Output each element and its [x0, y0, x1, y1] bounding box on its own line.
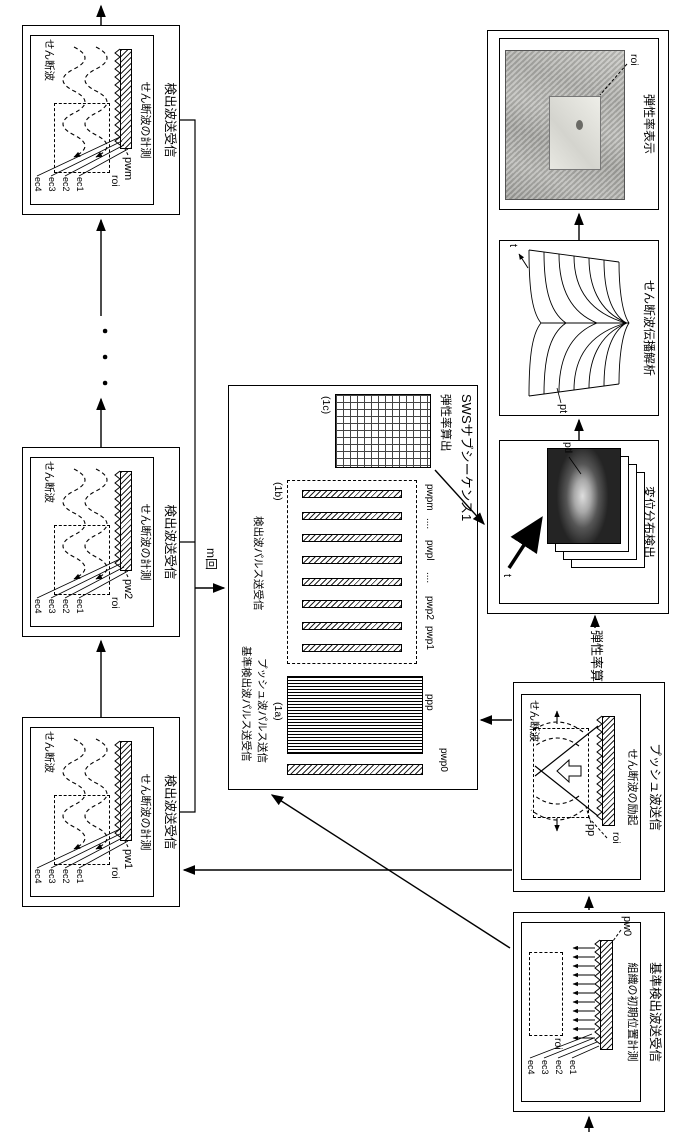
push-roi-label: roi	[610, 832, 622, 844]
detect-pulse-group-region	[287, 480, 417, 664]
dots-label: ....	[424, 572, 435, 584]
ec3-label: ec3	[540, 1060, 550, 1075]
detect-roi-region	[54, 525, 110, 595]
pwp2-label: pwp2	[424, 596, 435, 620]
baseline-detect-title: 基準検出波送受信	[648, 961, 662, 1062]
push-roi-region	[533, 728, 589, 818]
pwpl-label: pwpl	[424, 540, 435, 561]
baseline-roi-region	[529, 952, 563, 1036]
ec1-label: ec1	[75, 869, 85, 884]
dots-label: ....	[424, 518, 435, 530]
propagation-analysis-box	[499, 240, 659, 416]
transducer-bar	[600, 940, 613, 1050]
transducer-bar	[120, 741, 132, 841]
push-beam-label: pp	[585, 824, 597, 837]
push-inner-title: せん断波の励起	[626, 748, 638, 826]
detect-pulse-bar	[302, 622, 402, 630]
push-wave-title: プッシュ波送信	[648, 743, 662, 831]
detect-roi-region	[54, 103, 110, 173]
detect-roi-region	[54, 795, 110, 865]
detect-shear-label: せん断波	[43, 39, 55, 81]
sws-subsequence-title: SWSサブシーケンス1	[459, 394, 474, 522]
detect-inner-title: せん断波の計測	[139, 503, 151, 581]
baseline-inner-title: 組織の初期位置計測	[626, 962, 638, 1062]
display-roi-label: roi	[628, 54, 640, 66]
detect-box-title: 検出波送受信	[163, 774, 177, 850]
elasticity-display-title: 弾性率表示	[642, 93, 656, 154]
detect-inner-title: せん断波の計測	[139, 81, 151, 159]
ec4-label: ec4	[526, 1060, 536, 1075]
detect-roi-label: roi	[109, 867, 121, 879]
frame-stack-label: ptl	[562, 442, 574, 454]
surface-plot-label: pt	[557, 404, 569, 414]
baseline-pulse-caption: 基準検出波パルス送受信	[240, 646, 252, 762]
baseline-roi-label: roi	[552, 1038, 564, 1050]
pwp1-label: pwp1	[424, 626, 435, 650]
propagation-analysis-title: せん断波伝播解析	[642, 279, 656, 376]
detect-shear-label: せん断波	[43, 461, 55, 503]
detect-box-title: 検出波送受信	[163, 504, 177, 580]
elasticity-grid-block	[335, 394, 431, 468]
push-shear-label: せん断波	[528, 700, 540, 742]
ec3-label: ec3	[47, 599, 57, 614]
roi-overlay	[549, 96, 601, 170]
pw1-pulse-label: pw1	[122, 849, 134, 870]
ec3-label: ec3	[47, 177, 57, 192]
lesion-mark	[576, 120, 583, 130]
ellipsis-dots: ・・・	[94, 322, 114, 400]
push-pulse-caption: プッシュ波パルス送信	[256, 658, 268, 763]
transducer-bar	[120, 471, 132, 571]
baseline-pulse-block	[287, 764, 423, 775]
detect-pulse-bar	[302, 644, 402, 652]
ec1-label: ec1	[568, 1060, 578, 1075]
detect-shear-label: せん断波	[43, 731, 55, 773]
detect-pulse-bar	[302, 490, 402, 498]
detect-pulse-bar	[302, 534, 402, 542]
ec1-label: ec1	[75, 599, 85, 614]
ec3-label: ec3	[47, 869, 57, 884]
segment-1b-label: (1b)	[272, 482, 284, 501]
segment-1c-label: (1c)	[320, 396, 332, 415]
repeat-bracket	[180, 119, 196, 813]
ec2-label: ec2	[61, 869, 71, 884]
detect-pulse-bar	[302, 600, 402, 608]
propagation-time-label: t	[507, 244, 519, 248]
ppp-label: ppp	[424, 694, 435, 711]
ec4-label: ec4	[33, 869, 43, 884]
segment-1a-label: (1a)	[272, 702, 284, 721]
baseline-to-sequence-arrow	[270, 794, 511, 949]
ec2-label: ec2	[554, 1060, 564, 1075]
detect-pulse-bar	[302, 512, 402, 520]
grid-block-label: 弾性率算出	[439, 394, 451, 452]
pwp0-label: pwp0	[438, 748, 449, 772]
ec2-label: ec2	[61, 177, 71, 192]
pwpm-label: pwpm	[424, 484, 435, 511]
detect-box-title: 検出波送受信	[163, 82, 177, 158]
pw0-pulse-label: pw0	[621, 916, 633, 937]
transducer-bar	[120, 49, 132, 149]
displacement-image-frame	[547, 448, 621, 544]
detect-pulse-bar	[302, 578, 402, 586]
detect-roi-label: roi	[109, 597, 121, 609]
detect-pulse-caption: 検出波パルス送受信	[252, 516, 264, 611]
ec2-label: ec2	[61, 599, 71, 614]
push-pulse-block	[287, 676, 423, 754]
ec1-label: ec1	[75, 177, 85, 192]
transducer-bar	[602, 716, 615, 826]
repeat-count-label: m回	[204, 548, 218, 570]
ec4-label: ec4	[33, 177, 43, 192]
detect-inner-title: せん断波の計測	[139, 773, 151, 851]
detect-roi-label: roi	[109, 175, 121, 187]
pw2-pulse-label: pw2	[122, 579, 134, 600]
detect-pulse-bar	[302, 556, 402, 564]
displacement-time-label: t	[501, 574, 513, 578]
pwm-pulse-label: pwm	[122, 157, 134, 181]
ec4-label: ec4	[33, 599, 43, 614]
